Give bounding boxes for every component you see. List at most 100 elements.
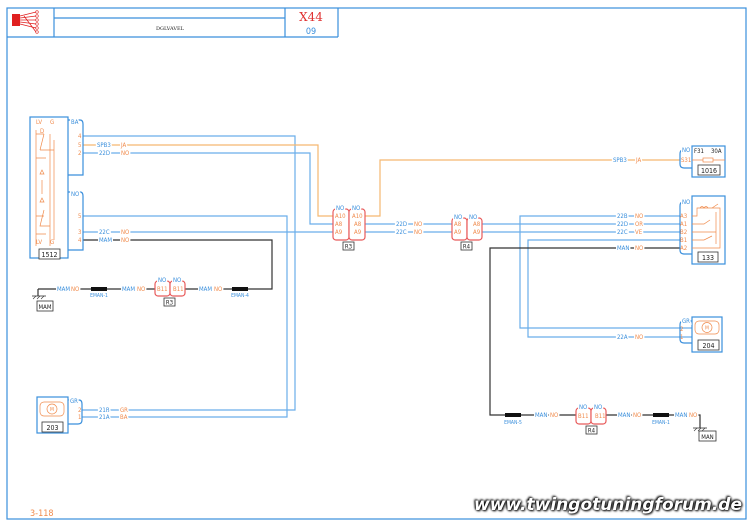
wire-color: NO (121, 229, 129, 236)
motor-label: M (705, 326, 709, 332)
pin: A9 (335, 229, 343, 236)
wire-color: NO (635, 213, 643, 220)
pin: 5 (78, 142, 81, 149)
pin: S31 (681, 157, 691, 164)
splice-icon (505, 413, 521, 417)
connector-logo-icon (12, 10, 39, 34)
switch-schematic-icon (692, 203, 721, 249)
pin: 1 (680, 334, 683, 341)
plug: NO (682, 199, 690, 206)
wire-color: NO (121, 237, 129, 244)
wire-color: VE (635, 229, 643, 236)
splice-label: EMAN-1 (90, 293, 108, 299)
component-1016[interactable]: NO S31 F31 30A 1016 (679, 145, 726, 178)
wire-color: BA (120, 414, 128, 421)
wire-number: 22C (396, 229, 407, 236)
plug: NO (336, 205, 344, 212)
component-id: 203 (46, 424, 58, 432)
connector-id: R4 (463, 244, 471, 251)
wire-number: MAN (675, 412, 687, 419)
wire-color: JA (120, 142, 126, 149)
component-204[interactable]: GR 2 1 M 204 (679, 316, 723, 353)
plug: GR (70, 398, 78, 405)
pin: A9 (454, 229, 462, 236)
ground-icon (32, 295, 46, 300)
pin: A9 (354, 229, 362, 236)
wire-number: 22C (617, 229, 628, 236)
pin: 5 (78, 213, 81, 220)
component-133[interactable]: NO A3 A1 B2 B1 A2 133 (679, 195, 726, 265)
plug: NO (682, 147, 690, 154)
pin: 4 (78, 237, 82, 244)
pin: B11 (595, 413, 606, 420)
wire-number: MAM (122, 286, 135, 293)
pin: A10 (352, 213, 363, 220)
wire-number: SPB3 (613, 157, 627, 164)
wire-color: JA (635, 157, 641, 164)
pin: A10 (335, 213, 346, 220)
label-d: D (40, 128, 44, 135)
component-1512[interactable]: LV G D LV G BA NO 4 5 2 5 3 4 1512 (29, 116, 84, 260)
pin: 2 (78, 407, 81, 414)
wire-color: OR (635, 221, 643, 228)
connector-r4-b11[interactable]: NO NO B11 B11 R4 (575, 403, 607, 435)
wire-number: MAM (199, 286, 212, 293)
fuse-rating: 30A (711, 148, 722, 155)
diagram-frame (6, 7, 747, 520)
pin: 3 (78, 229, 81, 236)
pin: 2 (680, 326, 683, 333)
plug: NO (594, 404, 602, 411)
splice-label: EMAN-5 (504, 420, 522, 426)
plug: NO (454, 214, 462, 221)
label-lv: LV (36, 239, 42, 246)
motor-icon: M (39, 401, 65, 417)
connector-id: R3 (166, 300, 173, 307)
label-g: G (50, 119, 54, 126)
wire-color: NO (214, 286, 222, 293)
pin: A8 (335, 221, 343, 228)
component-id: 204 (702, 342, 714, 350)
pin: A3 (680, 213, 687, 220)
plug: NO (579, 404, 587, 411)
schematic-sub-code: 09 (306, 27, 316, 37)
wire-color: NO (633, 412, 641, 419)
pin: A1 (680, 221, 687, 228)
wire-color: NO (414, 221, 422, 228)
connector-id: R4 (588, 428, 596, 435)
fuse-icon (692, 157, 725, 163)
splice-icon (91, 287, 107, 291)
pin: A8 (354, 221, 362, 228)
switch-schematic-icon (35, 130, 55, 246)
ground-label: MAM (38, 304, 51, 311)
pin: B2 (680, 229, 687, 236)
component-203[interactable]: GR 2 1 M 203 (36, 396, 83, 434)
plug-no: NO (71, 191, 79, 198)
block-title: DGLVAVEL (156, 26, 185, 32)
wire-number: MAN (617, 245, 629, 252)
wire-number: MAM (99, 237, 112, 244)
wire-number: 22D (617, 221, 628, 228)
pin: 1 (78, 414, 81, 421)
pin: A8 (454, 221, 462, 228)
wire-color: NO (121, 150, 129, 157)
schematic-code: X44 (299, 10, 323, 24)
wire-number: 22B (617, 213, 628, 220)
label-lv: LV (36, 119, 42, 126)
fuse-id: F31 (694, 148, 704, 155)
wire-color: NO (635, 334, 643, 341)
wires (37, 135, 701, 428)
plug: NO (469, 214, 477, 221)
motor-icon: M (694, 320, 720, 335)
wire-color: NO (550, 412, 558, 419)
pin: B11 (578, 413, 589, 420)
splice-icon (232, 287, 248, 291)
wire-color: NO (689, 412, 697, 419)
wire-number: 22D (99, 150, 110, 157)
wire-number: 21B (99, 407, 110, 414)
pin: A8 (473, 221, 481, 228)
